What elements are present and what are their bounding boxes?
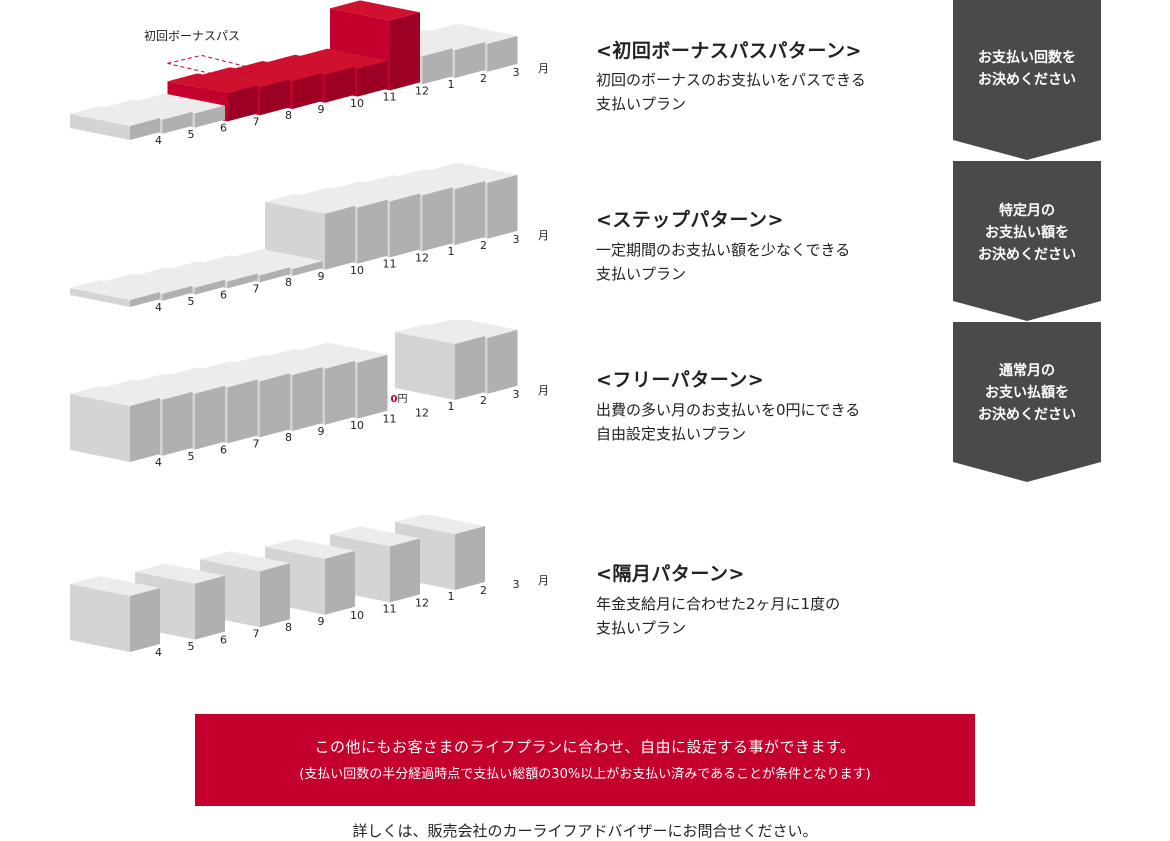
month-label: 10 <box>350 609 364 622</box>
month-label: 9 <box>318 425 325 438</box>
month-label: 5 <box>188 640 195 653</box>
tag-normal-text: 通常月の お支い払額を お決めください <box>978 363 1076 423</box>
month-label: 3 <box>513 578 520 591</box>
month-unit-label: 月 <box>538 62 549 75</box>
month-label: 8 <box>285 109 292 122</box>
tag-shape <box>953 322 1101 482</box>
month-label: 11 <box>383 91 397 104</box>
month-label: 3 <box>513 388 520 401</box>
month-label: 7 <box>253 627 260 640</box>
month-label: 5 <box>188 295 195 308</box>
month-label: 11 <box>383 603 397 616</box>
month-label: 1 <box>448 400 455 413</box>
zero-yen-label: 0円 <box>391 394 408 405</box>
month-label: 9 <box>318 615 325 628</box>
pattern-description: 初回のボーナスのお支払いをパスできる 支払いプラン <box>596 71 866 113</box>
tag-specific-text: 特定月の お支払い額を お決めください <box>978 203 1076 263</box>
pattern-free: 0円0円456789101112123月 <フリーパターン> 出費の多い月のお支… <box>0 320 1170 485</box>
pattern-description: 一定期間のお支払い額を少なくできる 支払いプラン <box>596 241 851 283</box>
tag-shape <box>953 0 1101 160</box>
month-label: 4 <box>155 456 162 469</box>
month-label: 4 <box>155 134 162 147</box>
month-unit-label: 月 <box>538 574 549 587</box>
month-label: 10 <box>350 97 364 110</box>
month-label: 10 <box>350 419 364 432</box>
month-label: 7 <box>253 282 260 295</box>
tag-count-text: お支払い回数を お決めください <box>978 50 1076 88</box>
month-label: 2 <box>480 72 487 85</box>
month-label: 12 <box>415 406 429 419</box>
footer-text: 詳しくは、販売会社のカーライフアドバイザーにお問合せください。 <box>352 822 818 840</box>
month-block <box>70 386 160 462</box>
pattern-description: 出費の多い月のお支払いを0円にできる 自由設定支払いプラン <box>596 401 861 443</box>
month-label: 7 <box>253 115 260 128</box>
month-label: 6 <box>220 444 227 457</box>
month-label: 1 <box>448 78 455 91</box>
month-block <box>70 280 160 307</box>
tag-shape <box>953 161 1101 321</box>
month-label: 3 <box>513 66 520 79</box>
month-label: 8 <box>285 276 292 289</box>
free-diagram: 0円0円456789101112123月 <box>70 320 549 469</box>
month-block <box>70 106 160 140</box>
month-label: 3 <box>513 233 520 246</box>
info-banner: この他にもお客さまのライフプランに合わせ、自由に設定する事ができます。 (支払い… <box>195 714 975 806</box>
month-label: 1 <box>448 245 455 258</box>
banner-note-text: (支払い回数の半分経過時点で支払い総額の30%以上がお支払い済みであることが条件… <box>299 767 871 782</box>
month-label: 8 <box>285 431 292 444</box>
month-label: 11 <box>383 413 397 426</box>
banner-main-text: この他にもお客さまのライフプランに合わせ、自由に設定する事ができます。 <box>314 738 856 756</box>
month-label: 6 <box>220 122 227 135</box>
alternate-diagram: 0円0円0円0円0円0円456789101112123月 <box>70 515 549 659</box>
month-label: 6 <box>220 289 227 302</box>
month-label: 12 <box>415 251 429 264</box>
month-label: 4 <box>155 301 162 314</box>
pattern-description: 年金支給月に合わせた2ヶ月に1度の 支払いプラン <box>596 595 841 637</box>
month-label: 4 <box>155 646 162 659</box>
pattern-title: <隔月パターン> <box>596 563 745 585</box>
pattern-title: <フリーパターン> <box>596 369 765 391</box>
month-label: 2 <box>480 239 487 252</box>
pattern-alternate: 0円0円0円0円0円0円456789101112123月 <隔月パターン> 年金… <box>0 515 1170 685</box>
month-label: 8 <box>285 621 292 634</box>
bonus-pass-annotation: 初回ボーナスパス <box>144 29 240 43</box>
month-label: 10 <box>350 264 364 277</box>
month-label: 5 <box>188 128 195 141</box>
pattern-title: <初回ボーナスパスパターン> <box>596 40 862 62</box>
month-label: 12 <box>415 596 429 609</box>
month-label: 5 <box>188 450 195 463</box>
month-label: 9 <box>318 270 325 283</box>
month-block <box>395 324 485 400</box>
month-label: 12 <box>415 84 429 97</box>
month-label: 9 <box>318 103 325 116</box>
month-label: 11 <box>383 258 397 271</box>
month-block <box>70 576 160 652</box>
pattern-title: <ステップパターン> <box>596 209 784 231</box>
month-label: 1 <box>448 590 455 603</box>
month-unit-label: 月 <box>538 384 549 397</box>
month-label: 6 <box>220 634 227 647</box>
month-label: 2 <box>480 394 487 407</box>
month-label: 2 <box>480 584 487 597</box>
bonus-pass-marker <box>167 54 260 78</box>
month-label: 7 <box>253 437 260 450</box>
month-unit-label: 月 <box>538 229 549 242</box>
